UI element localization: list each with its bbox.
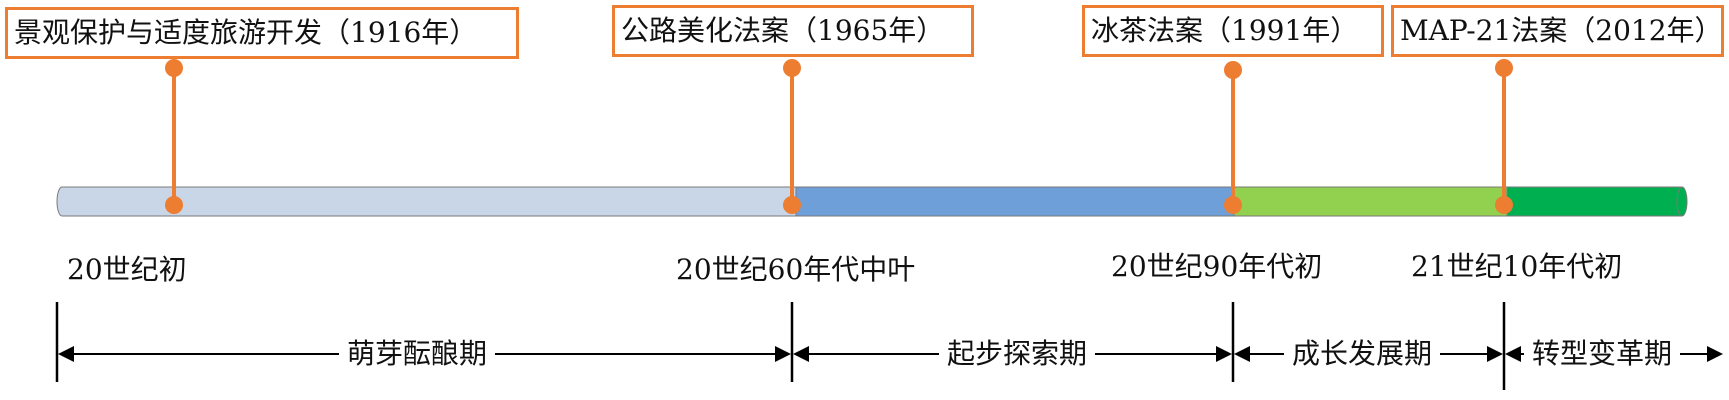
phase-label-4: 转型变革期 xyxy=(1524,337,1681,371)
phase-label-3: 成长发展期 xyxy=(1284,337,1441,371)
phase-bar-3 xyxy=(1233,186,1508,217)
phase-bar-1 xyxy=(56,186,797,217)
era-label-4: 21世纪10年代初 xyxy=(1411,250,1623,283)
event-box-2: 公路美化法案（1965年） xyxy=(612,5,974,57)
phase-bar-2 xyxy=(795,186,1235,217)
phase-label-1: 萌芽酝酿期 xyxy=(339,337,496,371)
event-box-1: 景观保护与适度旅游开发（1916年） xyxy=(5,7,519,59)
era-label-1: 20世纪初 xyxy=(67,253,187,286)
event-box-3: 冰茶法案（1991年） xyxy=(1082,5,1384,57)
phase-label-2: 起步探索期 xyxy=(939,337,1096,371)
event-connector-1 xyxy=(165,59,183,214)
event-box-4: MAP-21法案（2012年） xyxy=(1391,5,1724,57)
era-label-2: 20世纪60年代中叶 xyxy=(676,253,916,286)
event-connector-4 xyxy=(1495,59,1513,214)
phase-bar-4 xyxy=(1506,186,1683,217)
event-connector-2 xyxy=(783,59,801,214)
event-connector-3 xyxy=(1224,61,1242,214)
bar-end-cap xyxy=(1676,186,1688,217)
era-label-3: 20世纪90年代初 xyxy=(1111,250,1323,283)
